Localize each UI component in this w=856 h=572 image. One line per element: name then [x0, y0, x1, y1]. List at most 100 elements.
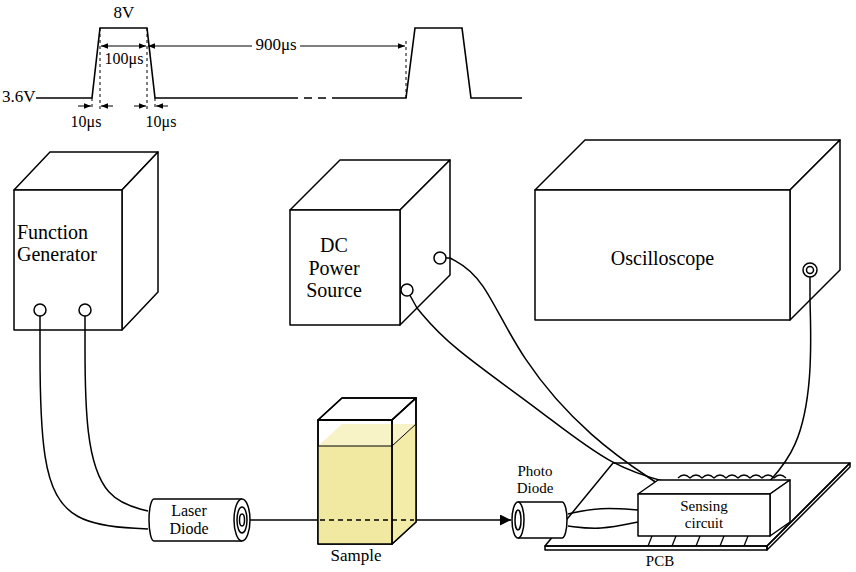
sensor-face — [512, 502, 524, 538]
board-top — [545, 463, 850, 546]
guide-line — [92, 28, 406, 110]
pulse-trace — [340, 28, 522, 98]
wire-stub — [84, 316, 86, 330]
wire — [568, 508, 638, 514]
cube-side — [400, 160, 450, 325]
terminal — [79, 304, 91, 316]
text-area: Function Generator — [17, 214, 119, 272]
liquid-front — [318, 446, 392, 544]
terminal — [807, 267, 814, 274]
signal-label: 10μs — [146, 113, 177, 131]
shape-group — [14, 152, 158, 330]
cube-side — [122, 152, 158, 330]
sensing-chip: Sensing circuit — [638, 480, 790, 536]
dc-power-source-box: DC Power Source — [290, 160, 450, 325]
node-text: Oscilloscope — [545, 247, 780, 269]
node-text: Photo Diode — [506, 463, 564, 497]
shape-group — [318, 398, 416, 544]
cuvette-outline — [318, 420, 392, 544]
chip-pins-top — [678, 475, 786, 478]
signal-label: 100μs — [105, 50, 144, 68]
dimension-arrow — [156, 106, 168, 107]
wire — [40, 330, 148, 529]
text-area: Sample — [316, 546, 396, 566]
chip-pin — [672, 536, 676, 546]
board-edge — [545, 546, 767, 550]
sample-cuvette: Sample — [316, 398, 420, 572]
wire — [766, 300, 811, 485]
photo-diode: Photo Diode — [506, 462, 572, 540]
cube-front — [638, 494, 770, 536]
node-shape — [535, 140, 840, 320]
text-area: PCB — [615, 552, 705, 570]
node-shape — [316, 398, 420, 572]
dimension-arrow — [78, 106, 91, 107]
text-area: Sensing circuit — [671, 495, 737, 535]
chip-pin — [696, 536, 700, 546]
liquid-line — [318, 424, 416, 446]
waveform-trace — [36, 28, 522, 98]
dimension-arrows — [78, 46, 405, 106]
cuvette-side — [392, 398, 416, 544]
wire — [417, 308, 678, 485]
cube-side — [790, 140, 840, 320]
wire — [568, 522, 638, 528]
board-edge — [767, 463, 850, 550]
wire-stub — [809, 277, 811, 300]
function-generator-box: Function Generator — [14, 152, 158, 330]
wire — [250, 519, 318, 521]
lens-ring — [237, 507, 247, 533]
signal-label: 8V — [114, 4, 135, 23]
shape-group — [638, 475, 790, 546]
cylinder-body — [149, 499, 242, 541]
wire — [85, 330, 148, 511]
node-text: Laser Diode — [160, 502, 218, 538]
cube-front — [14, 190, 122, 330]
laser-diode-cylinder: Laser Diode — [146, 497, 258, 543]
node-text: Sample — [316, 546, 396, 565]
chip-pin — [648, 536, 652, 546]
dimension-arrow — [134, 106, 146, 107]
terminal — [34, 304, 46, 316]
dimension-arrow — [101, 46, 146, 47]
terminal — [401, 284, 413, 296]
node-text: PCB — [615, 553, 705, 570]
text-area: Photo Diode — [506, 462, 564, 498]
text-area: DC Power Source — [298, 218, 370, 318]
shape-group — [512, 502, 567, 538]
guide-lines — [92, 28, 406, 110]
shape-group — [535, 140, 840, 320]
node-text: Sensing circuit — [671, 498, 737, 532]
cube-front — [290, 210, 400, 325]
signal-label: 10μs — [71, 113, 102, 131]
terminal — [434, 252, 446, 264]
node-text: Function Generator — [17, 221, 119, 266]
shape-group — [545, 463, 850, 550]
signal-label: 900μs — [252, 36, 299, 55]
terminal — [803, 263, 817, 277]
node-text: DC Power Source — [298, 234, 370, 301]
shape-group — [149, 499, 250, 541]
wire-stub — [39, 316, 41, 330]
chip-pin — [720, 536, 724, 546]
text-area: Laser Diode — [160, 499, 218, 541]
pulse-trace-gap — [290, 97, 340, 99]
sensor-ring — [515, 510, 521, 530]
signal-label: 3.6V — [2, 88, 36, 107]
oscilloscope-box: Oscilloscope — [535, 140, 840, 320]
cube-top — [638, 480, 790, 494]
cuvette-outline — [392, 398, 416, 544]
lens-ring — [240, 514, 245, 526]
shape-group — [290, 160, 450, 325]
wire — [416, 519, 511, 521]
cylinder-body — [518, 502, 567, 538]
beam-inside — [320, 519, 414, 520]
cube-front — [535, 190, 790, 320]
cube-top — [535, 140, 840, 190]
cube-side — [770, 480, 790, 536]
cylinder-face — [234, 499, 250, 541]
text-area: Oscilloscope — [545, 200, 780, 316]
chip-pin — [744, 536, 748, 546]
